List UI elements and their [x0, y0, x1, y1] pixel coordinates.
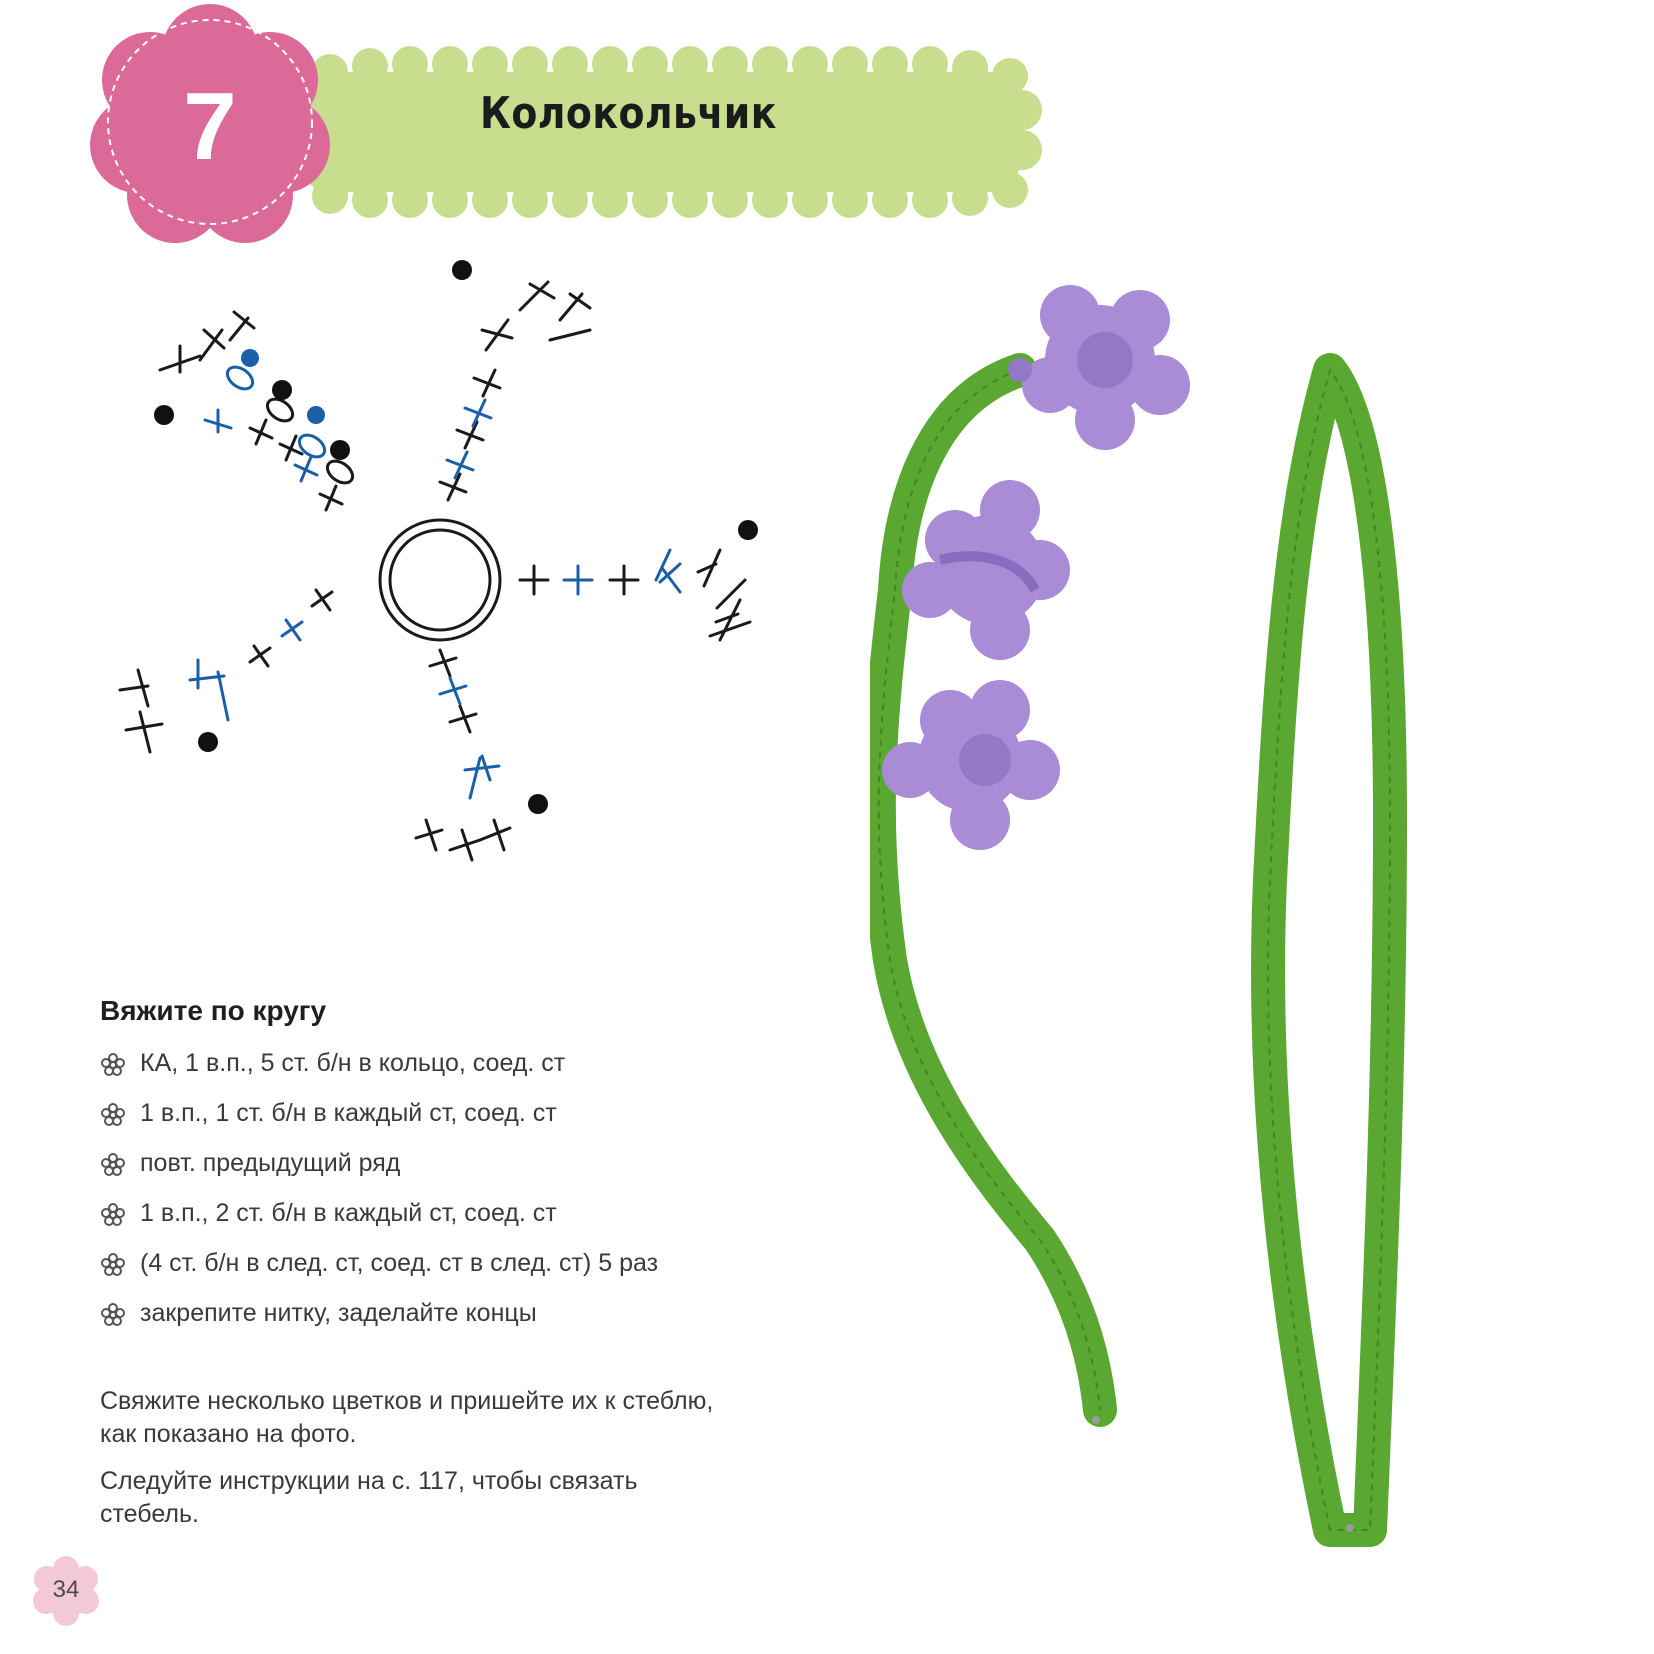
- list-item: (4 ст. б/н в след. ст, соед. ст в след. …: [100, 1248, 658, 1298]
- diagram-arm-bottom-left: [118, 588, 334, 754]
- flower-bullet-icon: [101, 1303, 125, 1326]
- list-item: КА, 1 в.п., 5 ст. б/н в кольцо, соед. ст: [100, 1048, 658, 1098]
- bellflower: [1008, 285, 1190, 450]
- product-photo: [870, 285, 1407, 1547]
- page-number: 34: [52, 1576, 80, 1603]
- step-text: закрепите нитку, заделайте концы: [140, 1299, 537, 1327]
- diagram-arm-right: [518, 520, 758, 642]
- list-item: повт. предыдущий ряд: [100, 1148, 658, 1198]
- flower-bullet-icon: [101, 1203, 125, 1226]
- pattern-number: 7: [183, 73, 237, 180]
- step-text: 1 в.п., 1 ст. б/н в каждый ст, соед. ст: [140, 1099, 557, 1127]
- flower-bullet-icon: [101, 1103, 125, 1126]
- flower-bullet-icon: [101, 1253, 125, 1276]
- list-item: 1 в.п., 2 ст. б/н в каждый ст, соед. ст: [100, 1198, 658, 1248]
- step-text: (4 ст. б/н в след. ст, соед. ст в след. …: [140, 1249, 659, 1277]
- number-badge: [90, 4, 330, 243]
- leaf: [1251, 353, 1407, 1547]
- step-text: повт. предыдущий ряд: [140, 1149, 401, 1177]
- flower-bullet-icon: [101, 1053, 125, 1076]
- diagram-arm-top: [438, 260, 592, 502]
- flower-stem: [870, 353, 1117, 1427]
- step-text: 1 в.п., 2 ст. б/н в каждый ст, соед. ст: [140, 1199, 557, 1227]
- diagram-arm-top-left: [154, 310, 355, 512]
- page-title: Колокольчик: [480, 88, 777, 139]
- note-stem-reference: Следуйте инструкции на с. 117, чтобы свя…: [100, 1467, 638, 1528]
- crochet-diagram: [118, 260, 758, 862]
- diagram-arm-bottom: [414, 648, 548, 862]
- title-banner: [300, 46, 1042, 218]
- bellflower: [902, 480, 1070, 660]
- list-item: закрепите нитку, заделайте концы: [100, 1298, 658, 1348]
- list-item: 1 в.п., 1 ст. б/н в каждый ст, соед. ст: [100, 1098, 658, 1148]
- slip-stitch-dot: [738, 520, 758, 540]
- header-graphics: [90, 4, 1042, 243]
- steps-list: КА, 1 в.п., 5 ст. б/н в кольцо, соед. ст…: [100, 1048, 658, 1348]
- note-sew-flowers: Свяжите несколько цветков и пришейте их …: [100, 1387, 714, 1448]
- section-heading: Вяжите по кругу: [100, 995, 327, 1026]
- flower-bullet-icon: [101, 1153, 125, 1176]
- magic-ring-icon: [378, 518, 502, 642]
- page-number-badge: [33, 1556, 99, 1626]
- step-text: КА, 1 в.п., 5 ст. б/н в кольцо, соед. ст: [140, 1049, 566, 1077]
- bellflower: [882, 680, 1060, 850]
